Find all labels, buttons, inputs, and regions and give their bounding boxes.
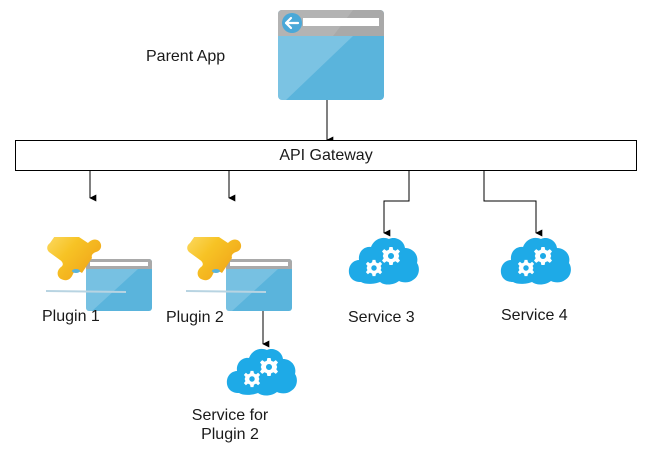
plugin-service-label: Service for Plugin 2 <box>170 406 290 444</box>
address-bar <box>303 18 379 26</box>
parent-app-label: Parent App <box>146 48 226 65</box>
plugin-1-icon <box>46 209 156 297</box>
service-4-icon <box>499 232 573 288</box>
edge-gateway-to-service-4 <box>483 171 543 237</box>
plugin-1-label: Plugin 1 <box>42 308 100 325</box>
service-3-label: Service 3 <box>348 309 415 326</box>
plugin-2-icon <box>186 209 296 297</box>
api-gateway-label: API Gateway <box>279 146 373 164</box>
plugin-service-icon <box>225 343 299 399</box>
api-gateway-box: API Gateway <box>15 140 637 171</box>
plugin-service-label-line-2: Plugin 2 <box>201 426 259 443</box>
parent-app-icon <box>278 10 384 100</box>
plugin-service-label-line-1: Service for <box>191 407 269 424</box>
service-3-icon <box>347 232 421 288</box>
service-4-label: Service 4 <box>501 307 568 324</box>
plugin-2-label: Plugin 2 <box>166 309 224 326</box>
edge-gateway-to-service-3 <box>383 171 410 237</box>
